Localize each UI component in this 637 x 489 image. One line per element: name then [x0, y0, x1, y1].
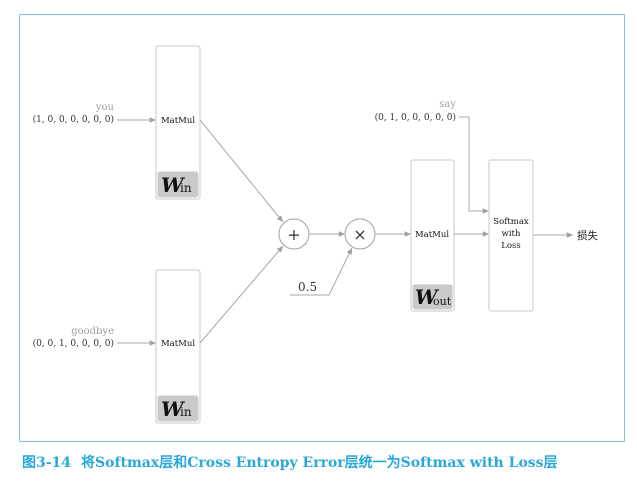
weight-symbol-w-out: W: [415, 285, 440, 309]
loss-output-label: 损失: [577, 229, 598, 242]
arrow-target-to-softmax: [459, 116, 489, 214]
matmul-layer-out: [410, 159, 455, 312]
arrow-scale-to-multiply: [290, 247, 353, 296]
weight-subscript-in-bottom: in: [180, 405, 192, 419]
figure-caption-text: 将Softmax层和Cross Entropy Error层统一为Softmax…: [81, 455, 558, 471]
arrow-bottom-to-add: [199, 245, 284, 344]
matmul-layer-bottom: [155, 269, 201, 424]
weight-box-w-out: [412, 284, 453, 310]
add-operator: +: [287, 225, 300, 244]
matmul-label-top: MatMul: [161, 116, 195, 126]
scale-value: 0.5: [298, 280, 317, 294]
arrow-top-to-add: [199, 119, 284, 223]
matmul-layer-top: [155, 45, 201, 200]
figure-frame: [19, 14, 625, 442]
softmax-label-line1: Softmax: [493, 217, 529, 227]
weight-box-w-in-top: [157, 171, 199, 198]
weight-subscript-in-top: in: [180, 181, 192, 195]
input-vector-you: (1, 0, 0, 0, 0, 0, 0): [33, 114, 114, 125]
matmul-label-out: MatMul: [415, 230, 449, 240]
matmul-label-bottom: MatMul: [161, 339, 195, 349]
figure-caption: 图3-14 将Softmax层和Cross Entropy Error层统一为So…: [22, 452, 558, 472]
softmax-label-line3: Loss: [501, 241, 521, 251]
weight-subscript-out: out: [433, 295, 452, 308]
weight-symbol-w-in-bottom: W: [161, 397, 186, 421]
input-vector-goodbye: (0, 0, 1, 0, 0, 0, 0): [33, 338, 114, 349]
weight-box-w-in-bottom: [157, 395, 199, 422]
softmax-label-line2: with: [502, 229, 521, 239]
weight-symbol-w-in-top: W: [161, 173, 186, 197]
target-word-say: say: [439, 99, 456, 110]
input-word-you: you: [95, 102, 115, 113]
multiply-operator: ×: [353, 225, 366, 244]
target-vector-say: (0, 1, 0, 0, 0, 0, 0): [375, 112, 456, 123]
figure-number: 图3-14: [22, 455, 72, 471]
input-word-goodbye: goodbye: [71, 326, 114, 337]
